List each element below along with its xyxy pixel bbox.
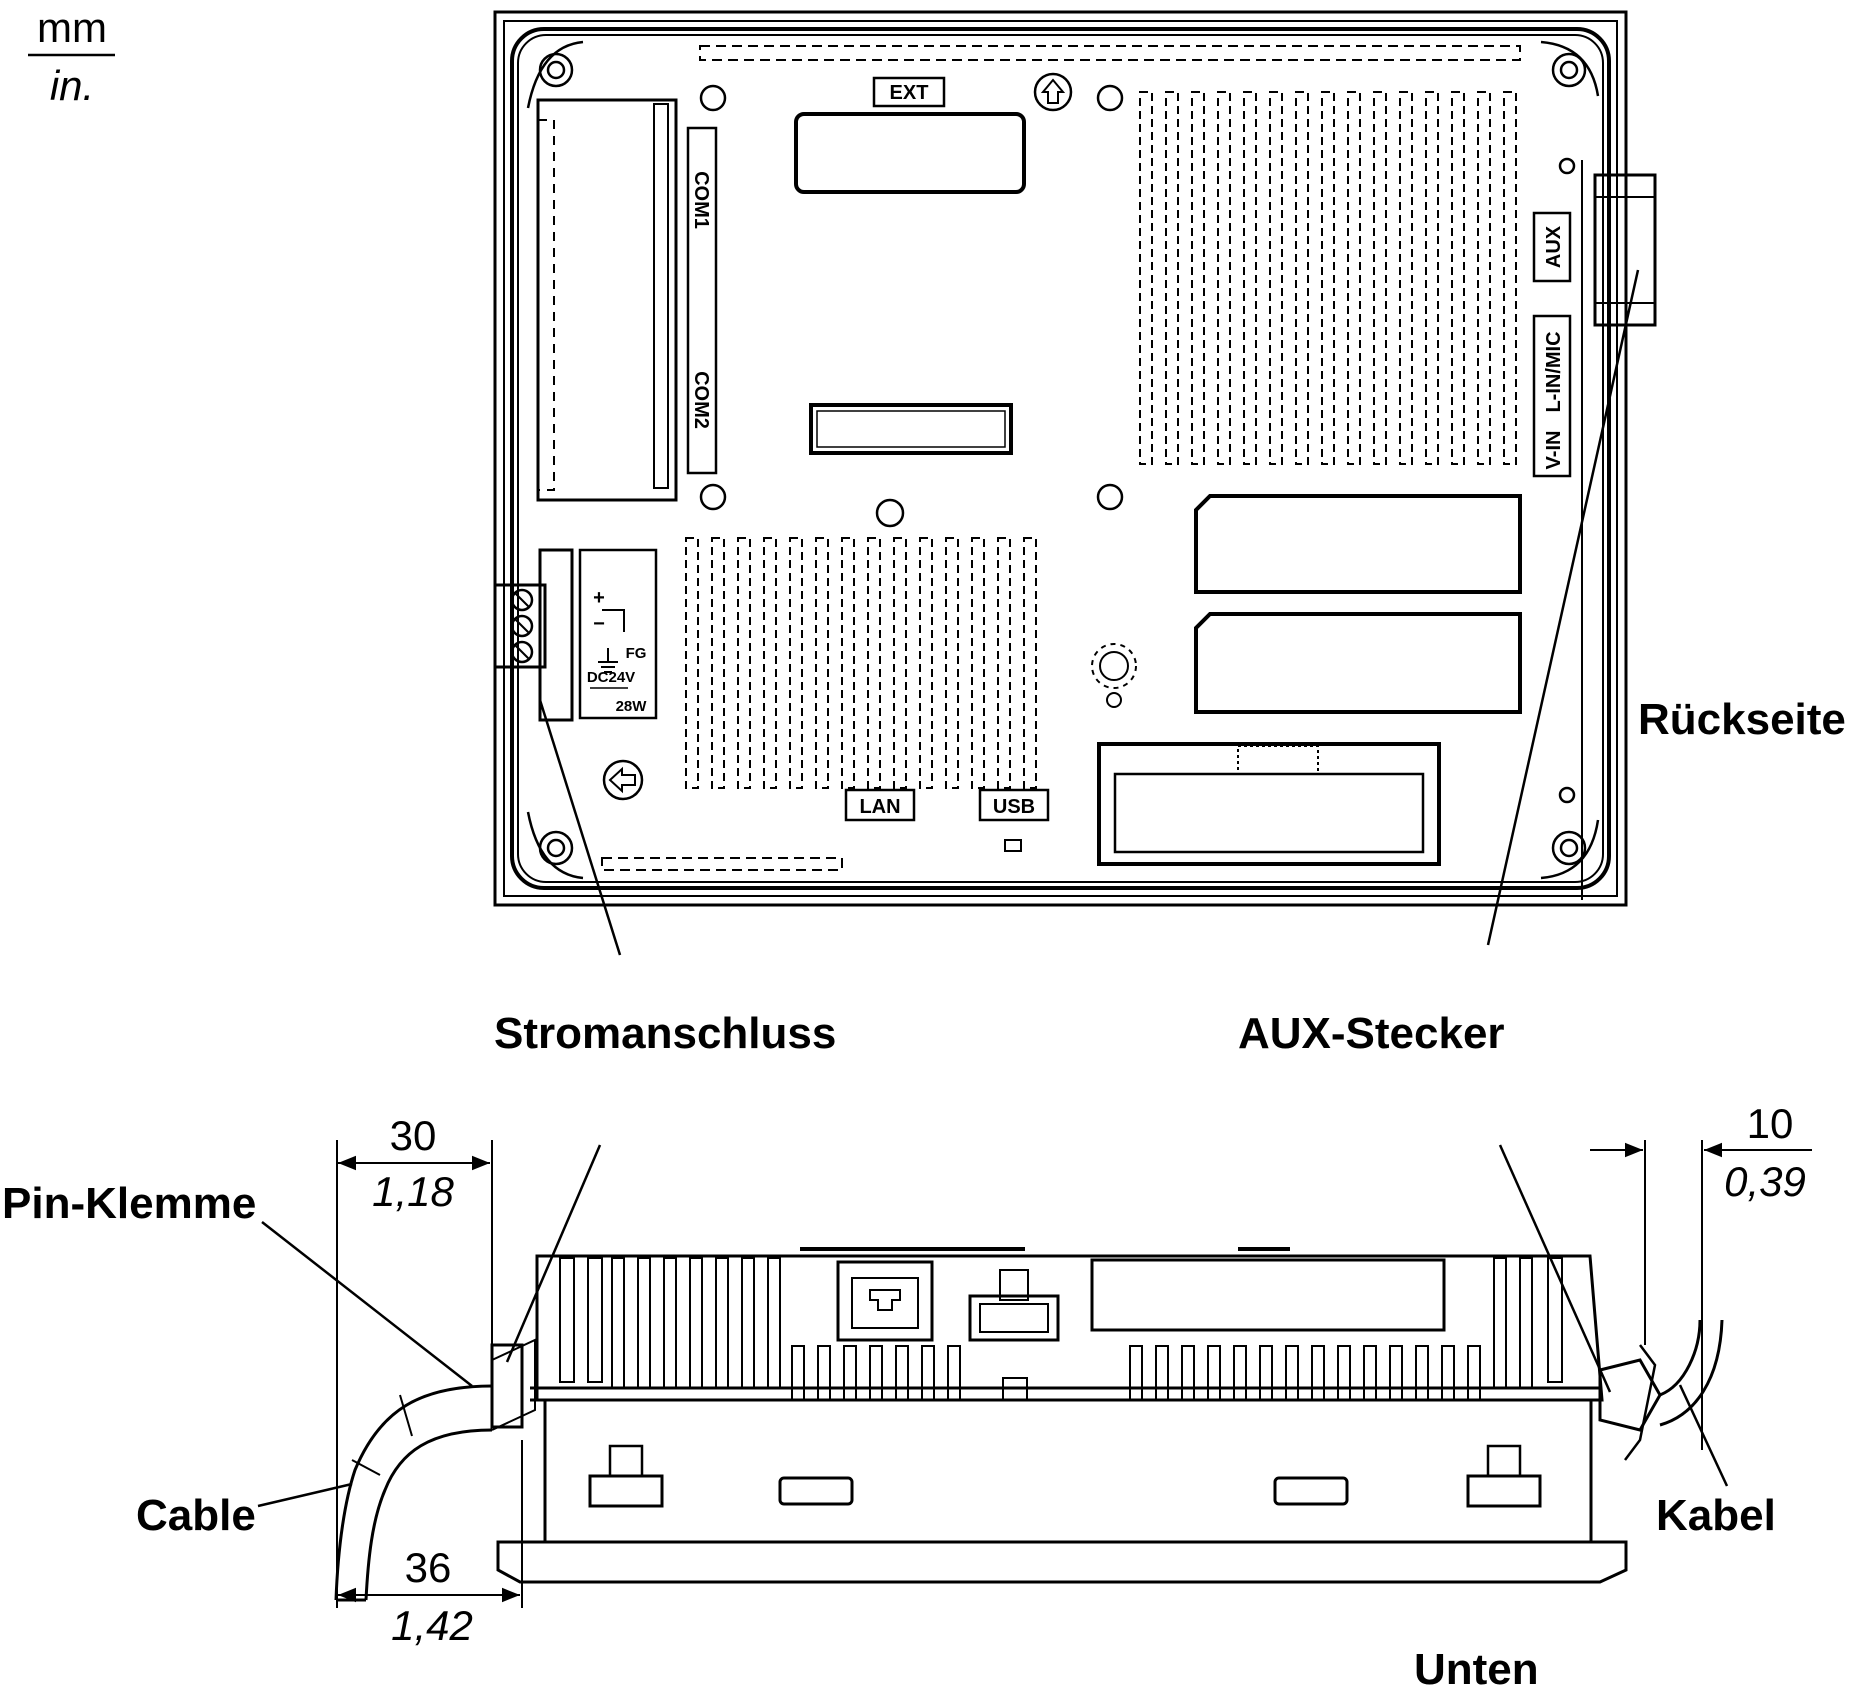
right-vent-grid	[1139, 91, 1517, 465]
power-plus-sign: +	[593, 587, 605, 609]
bottom-view	[257, 1144, 1729, 1602]
label-lan: LAN	[859, 796, 900, 818]
dimension-lines	[336, 1140, 1812, 1608]
dim-cable-width-mm: 36	[405, 1544, 452, 1591]
label-com1: COM1	[690, 171, 712, 229]
rear-view	[493, 10, 1657, 956]
label-com2: COM2	[690, 371, 712, 429]
callout-cable-right: Kabel	[1656, 1491, 1776, 1540]
units-legend: mm in.	[28, 4, 115, 109]
bottom-fins	[559, 1257, 1563, 1401]
dim-cable-width-in: 1,42	[391, 1602, 473, 1649]
label-ext: EXT	[890, 82, 929, 104]
dim-aux-width-in: 0,39	[1724, 1158, 1806, 1205]
power-minus-sign: −	[593, 613, 605, 635]
rear-port-labels	[844, 76, 1572, 822]
unit-inch: in.	[50, 62, 94, 109]
callout-power-connector: Stromanschluss	[494, 1009, 836, 1058]
label-aux: AUX	[1543, 225, 1565, 268]
lower-vent-grid	[685, 537, 1037, 789]
dim-terminal-width-mm: 30	[390, 1112, 437, 1159]
label-audio-in: L-IN/MIC	[1543, 331, 1565, 412]
dim-aux-width-mm: 10	[1747, 1100, 1794, 1147]
rear-view-title: Rückseite	[1638, 695, 1846, 744]
power-wattage-label: 28W	[616, 698, 648, 715]
label-video-in: V-IN	[1543, 431, 1565, 470]
power-fg-label: FG	[626, 645, 647, 662]
unit-mm: mm	[37, 4, 107, 51]
callout-cable-left: Cable	[136, 1491, 256, 1540]
rear-screws	[526, 40, 1600, 880]
callout-aux-connector: AUX-Stecker	[1238, 1009, 1505, 1058]
power-voltage-label: DC24V	[587, 669, 635, 686]
callout-pin-terminal: Pin-Klemme	[2, 1179, 256, 1228]
bottom-view-title: Unten	[1414, 1645, 1539, 1694]
label-usb: USB	[993, 796, 1035, 818]
dim-terminal-width-in: 1,18	[372, 1168, 454, 1215]
